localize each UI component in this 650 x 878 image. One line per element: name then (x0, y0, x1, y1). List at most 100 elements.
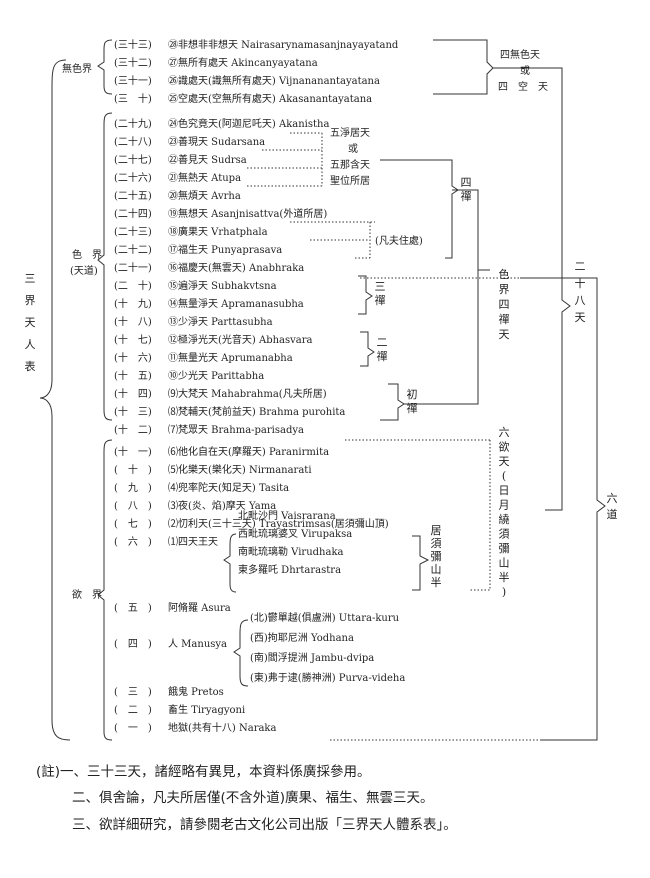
row-heaven-name: ⑳無煩天 Avrha (168, 189, 241, 202)
row-heaven-name: ㉑無熱天 Atupa (168, 171, 241, 184)
row-number: ( 八 ) (114, 501, 152, 512)
brace-form-four-dhyana (404, 189, 490, 405)
row-heaven-name: ⑩少光天 Parittabha (168, 369, 264, 382)
row-heaven-name: ⑼大梵天 Mahabrahma(凡夫所居) (168, 387, 327, 400)
four-kings-item: 東多羅吒 Dhrtarastra (238, 563, 341, 576)
label-form-four-dhyana-char: 禪 (499, 313, 510, 326)
row-number: (三十三) (114, 38, 152, 51)
row-heaven-name: ⑷兜率陀天(知足天) Tasita (168, 481, 289, 494)
dots-ordinary (290, 221, 375, 259)
label-six-desire-char: ) (502, 586, 506, 599)
label-dhyana1: 初禪 (407, 387, 418, 415)
row-number: (二十三) (114, 225, 152, 238)
label-sumeru-half-char: 半 (431, 575, 442, 589)
brace-dhyana1 (380, 383, 405, 421)
label-six-paths: 六道 (607, 492, 618, 521)
row-heaven-name: ⑺梵眾天 Brahma-parisadya (168, 424, 304, 436)
brace-sumeru-half (412, 535, 430, 591)
row-number: (十 七) (114, 333, 152, 346)
row-heaven-name: 阿脩羅 Asura (168, 601, 231, 614)
row-heaven-name: ⑰福生天 Punyaprasava (168, 243, 282, 256)
row-number: (二十七) (114, 153, 152, 166)
row-number: ( 四 ) (114, 639, 152, 650)
label-twenty-eight-char: 十 (575, 276, 586, 290)
continent-item: (東)弗于逮(勝神洲) Purva-videha (250, 671, 405, 684)
label-dhyana1-char: 禪 (407, 402, 418, 415)
title-vertical-char: 天 (25, 316, 36, 329)
label-six-desire-char: 半 (499, 570, 510, 584)
brace-desire (97, 439, 113, 741)
row-heaven-name: ⑱廣果天 Vrhatphala (168, 225, 268, 238)
dots-six-desire (345, 439, 492, 591)
brace-six-paths (520, 277, 606, 741)
label-dhyana3-char: 三 (375, 280, 386, 293)
row-heaven-name: ⑸化樂天(樂化天) Nirmanarati (168, 463, 312, 476)
row-heaven-name: ⑹他化自在天(摩羅天) Paranirmita (168, 445, 329, 458)
brace-dhyana2 (360, 331, 375, 367)
row-heaven-name: 畜生 Tiryagyoni (168, 703, 245, 716)
row-heaven-name: 人 Manusya (168, 638, 227, 650)
label-sumeru-half-char: 彌 (431, 550, 442, 563)
label-six-desire-char: 山 (499, 557, 510, 570)
continent-item: (西)拘耶尼洲 Yodhana (250, 631, 354, 644)
row-heaven-name: ⑲無想天 Asanjnisattva(外道所居) (168, 207, 327, 220)
row-number: (二十五) (114, 189, 152, 202)
brace-formless (97, 39, 113, 95)
row-number: ( 三 ) (114, 687, 152, 698)
note-1: (註)一、三十三天，諸經略有異見，本資料係廣採參用。 (36, 764, 371, 780)
row-number: ( 九 ) (114, 482, 152, 494)
row-heaven-name: ㉘非想非非想天 Nairasarynamasanjnayayatand (168, 38, 399, 51)
label-four-empty: 四 空 天 (498, 80, 548, 93)
label-saints: 聖位所居 (330, 174, 370, 187)
row-heaven-name: ⑭無量淨天 Apramanasubha (168, 297, 304, 310)
label-six-desire-char: 日 (499, 484, 510, 497)
row-heaven-name: ⑮遍淨天 Subhakvtsna (168, 279, 277, 292)
label-dhyana4-char: 四 (461, 176, 472, 189)
row-heaven-name: ㉒善見天 Sudrsa (168, 153, 247, 166)
label-sumeru-half-char: 居 (431, 524, 442, 537)
row-number: (十 五) (114, 369, 152, 382)
row-number: (十 三) (114, 405, 152, 418)
row-heaven-name: ㉗無所有處天 Akincanyayatana (168, 56, 318, 69)
row-number: (十 四) (114, 387, 152, 400)
row-heaven-name: ㉔色究竟天(阿迦尼吒天) Akanistha (168, 117, 329, 130)
label-four-formless: 四無色天 (500, 48, 540, 61)
row-number: (三 十) (114, 92, 152, 105)
row-number: ( 七 ) (114, 518, 152, 530)
brace-four-kings (223, 533, 237, 593)
label-sumeru-half-char: 須 (431, 537, 442, 550)
row-number: ( 六 ) (114, 536, 152, 548)
row-number: ( 五 ) (114, 603, 152, 614)
row-heaven-name: ⑶夜(炎、焰)摩天 Yama (168, 499, 276, 512)
row-number: (二十二) (114, 243, 152, 256)
label-form-four-dhyana-char: 四 (499, 298, 510, 311)
note-3: 三、欲詳細研究，請參閱老古文化公司出版「三界天人體系表」。 (72, 817, 457, 833)
label-six-desire-char: 月 (499, 499, 510, 512)
label-six-paths-char: 六 (607, 492, 618, 505)
row-number: (十 八) (114, 315, 152, 328)
label-form-four-dhyana-char: 天 (499, 328, 510, 341)
row-heaven-name: 地獄(共有十八) Naraka (168, 721, 276, 734)
title-vertical-char: 表 (25, 359, 36, 373)
label-six-desire-char: 須 (499, 528, 510, 541)
row-number: (二十六) (114, 171, 152, 184)
label-dhyana3: 三禪 (375, 280, 386, 307)
brace-form (97, 112, 113, 421)
row-number: (十 二) (114, 423, 152, 436)
title-vertical-char: 界 (25, 294, 36, 307)
row-heaven-name: ㉕空處天(空無所有處天) Akasanantayatana (168, 92, 372, 105)
label-six-paths-char: 道 (607, 507, 618, 521)
label-dhyana4-char: 禪 (461, 190, 472, 203)
brace-twenty-eight (493, 67, 571, 511)
row-heaven-name: ⑯福慶天(無雲天) Anabhraka (168, 261, 304, 274)
label-six-desire-char: 欲 (499, 440, 510, 454)
label-twenty-eight-char: 天 (575, 311, 586, 324)
row-number: (二十四) (114, 207, 152, 220)
label-form-four-dhyana-char: 色 (499, 267, 510, 281)
four-kings-item: 北毗沙門 Vaisrarana (238, 510, 336, 522)
note-2: 二、俱舍論，凡夫所居僅(不含外道)廣果、福生、無雲三天。 (72, 790, 434, 806)
row-number: (二十一) (114, 261, 152, 274)
